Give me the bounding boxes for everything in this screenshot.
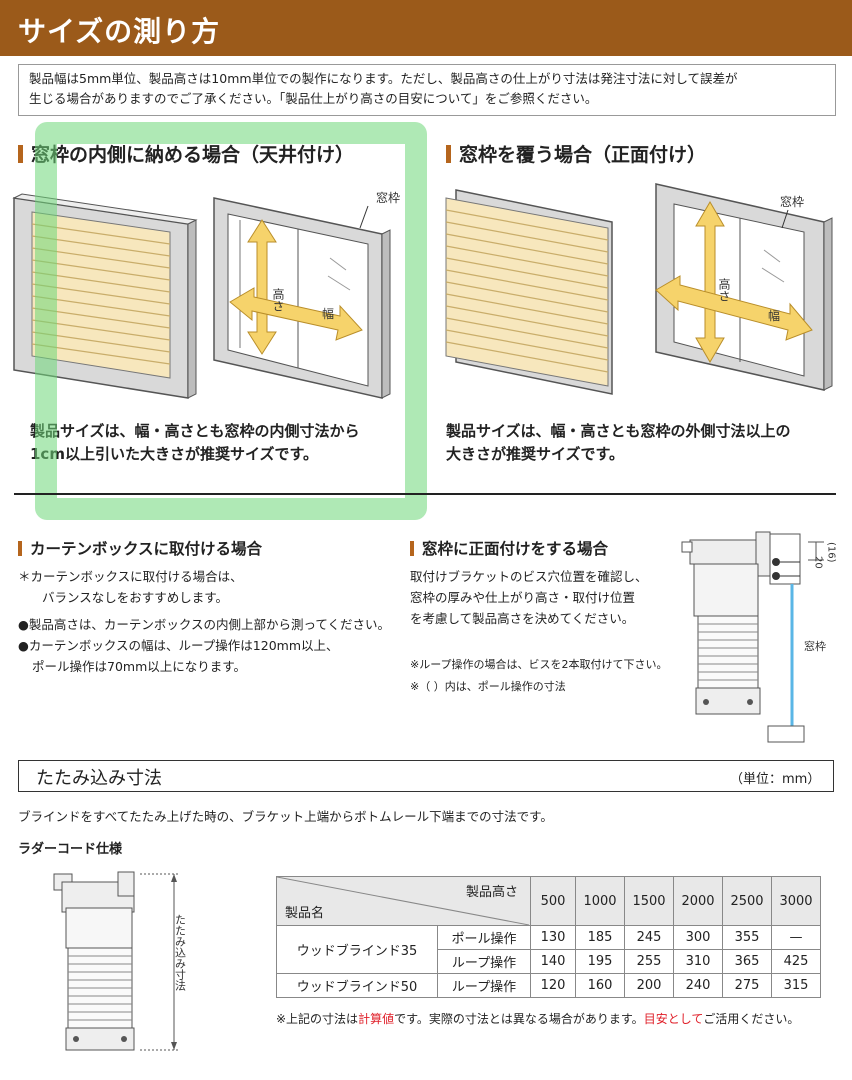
op-cell: ポール操作 [437,925,531,950]
value-cell: 200 [624,973,674,998]
value-cell: — [771,925,821,950]
value-cell: 185 [575,925,625,950]
notice-box: 製品幅は5mm単位、製品高さは10mm単位での製作になります。ただし、製品高さの… [18,64,836,116]
table-row: ウッドブラインド35 ポール操作 130 185 245 300 355 — [276,925,821,974]
dimension-label: 20 [813,556,824,569]
width-label: 幅 [768,308,780,323]
outside-mount-heading: 窓枠を覆う場合（正面付け） [446,140,706,167]
table-row: ウッドブラインド50 ループ操作 120 160 200 240 275 315 [276,973,821,998]
inside-mount-illustration: 窓枠 高さ 幅 [12,190,400,399]
text-line: 窓枠の厚みや仕上がり高さ・取付け位置 [410,590,636,605]
product-cell: ウッドブラインド35 [276,925,438,974]
op-cell: ループ操作 [437,973,531,998]
folding-description: ブラインドをすべてたたみ上げた時の、ブラケット上端からボトムレール下端までの寸法… [18,809,553,824]
value-cell: 300 [673,925,723,950]
caption-line: 大きさが推奨サイズです。 [446,445,625,463]
dimension-label: (16) [826,542,837,563]
text-line: ＊カーテンボックスに取付ける場合は、 [18,569,243,584]
op-cell: ループ操作 [437,949,531,974]
height-col: 500 [530,876,576,926]
text-line: ●製品高さは、カーテンボックスの内側上部から測ってください。 [18,617,391,632]
row-header: 製品名 [285,906,325,921]
height-col: 2000 [673,876,723,926]
height-col: 1500 [624,876,674,926]
width-label: 幅 [322,306,334,321]
notice-line: 製品幅は5mm単位、製品高さは10mm単位での製作になります。ただし、製品高さの… [29,71,738,86]
page-title: サイズの測り方 [18,15,221,48]
folding-diagram: たたみ込み寸法 [53,871,187,1051]
heading-bar [410,541,414,556]
value-cell: 120 [530,973,576,998]
footnote-text: ※上記の寸法は [276,1012,359,1026]
frame-label: 窓枠 [376,190,400,205]
table-footnote: ※上記の寸法は計算値です。実際の寸法とは異なる場合があります。目安としてご活用く… [276,1010,799,1027]
height-col: 1000 [575,876,625,926]
frame-label: 窓枠 [804,639,826,653]
inside-mount-heading: 窓枠の内側に納める場合（天井付け） [18,140,354,167]
page-header [0,0,852,56]
value-cell: 355 [722,925,772,950]
text-line: ポール操作は70mm以上になります。 [32,659,247,674]
caption-line: 製品サイズは、幅・高さとも窓枠の内側寸法から [30,422,360,440]
height-col: 2500 [722,876,772,926]
front-mount-text: 取付けブラケットのビス穴位置を確認し、 窓枠の厚みや仕上がり高さ・取付け位置 を… [410,566,648,629]
product-cell: ウッドブラインド50 [276,973,438,998]
value-cell: 365 [722,949,772,974]
front-mount-notes: ※ループ操作の場合は、ビスを2本取付けて下さい。 ※（ ）内は、ポール操作の寸法 [410,656,668,696]
note-line: ※（ ）内は、ポール操作の寸法 [410,680,566,693]
value-cell: 140 [530,949,576,974]
footnote-highlight: 目安として [643,1012,704,1026]
text-line: バランスなしをおすすめします。 [42,590,229,605]
caption-line: 1cm以上引いた大きさが推奨サイズです。 [30,445,319,463]
outside-caption: 製品サイズは、幅・高さとも窓枠の外側寸法以上の 大きさが推奨サイズです。 [446,420,791,466]
folding-table-wrap: 製品高さ 製品名 500 1000 1500 2000 2500 3000 ウッ… [276,876,821,998]
folding-table: 製品高さ 製品名 500 1000 1500 2000 2500 3000 ウッ… [276,876,821,998]
height-label: 高さ [271,287,285,312]
section-divider [14,493,836,495]
green-highlight-marker [35,122,427,520]
height-label: 高さ [717,277,731,302]
value-cell: 245 [624,925,674,950]
value-cell: 195 [575,949,625,974]
value-cell: 130 [530,925,576,950]
col-header: 製品高さ [465,885,518,900]
folding-title-box [18,760,834,792]
table-corner-cell: 製品高さ 製品名 [276,876,531,926]
value-cell: 425 [771,949,821,974]
bracket-diagram: 20 (16) 窓枠 [681,531,837,743]
inside-caption: 製品サイズは、幅・高さとも窓枠の内側寸法から 1cm以上引いた大きさが推奨サイズ… [30,420,360,466]
text-line: 取付けブラケットのビス穴位置を確認し、 [410,569,648,584]
heading-bar [446,145,451,163]
footnote-highlight: 計算値 [358,1012,395,1026]
heading-bar [18,541,22,556]
value-cell: 160 [575,973,625,998]
footnote-text: ご活用ください。 [703,1012,800,1026]
vertical-label: たたみ込み寸法 [174,914,187,991]
notice-line: 生じる場合がありますのでご了承ください。「製品仕上がり高さの目安について」をご参… [29,91,598,106]
frame-label: 窓枠 [780,194,804,209]
value-cell: 255 [624,949,674,974]
curtain-box-text: ＊カーテンボックスに取付ける場合は、 バランスなしをおすすめします。 ●製品高さ… [18,566,390,677]
note-line: ※ループ操作の場合は、ビスを2本取付けて下さい。 [410,658,668,671]
unit-label: （単位：mm） [730,772,821,787]
heading-bar [18,145,23,163]
value-cell: 275 [722,973,772,998]
curtain-box-heading: カーテンボックスに取付ける場合 [18,537,262,559]
text-line: を考慮して製品高さを決めてください。 [410,611,635,626]
folding-title: たたみ込み寸法 [36,768,162,789]
value-cell: 310 [673,949,723,974]
height-col: 3000 [771,876,821,926]
ladder-title: ラダーコード仕様 [18,842,123,857]
front-mount-heading: 窓枠に正面付けをする場合 [410,537,608,559]
caption-line: 製品サイズは、幅・高さとも窓枠の外側寸法以上の [446,422,791,440]
diagonal-line [277,877,529,925]
outside-mount-illustration: 窓枠 高さ 幅 [445,183,833,395]
value-cell: 315 [771,973,821,998]
value-cell: 240 [673,973,723,998]
footnote-text: です。実際の寸法とは異なる場合があります。 [394,1012,644,1026]
text-line: ●カーテンボックスの幅は、ループ操作は120mm以上、 [18,638,339,653]
